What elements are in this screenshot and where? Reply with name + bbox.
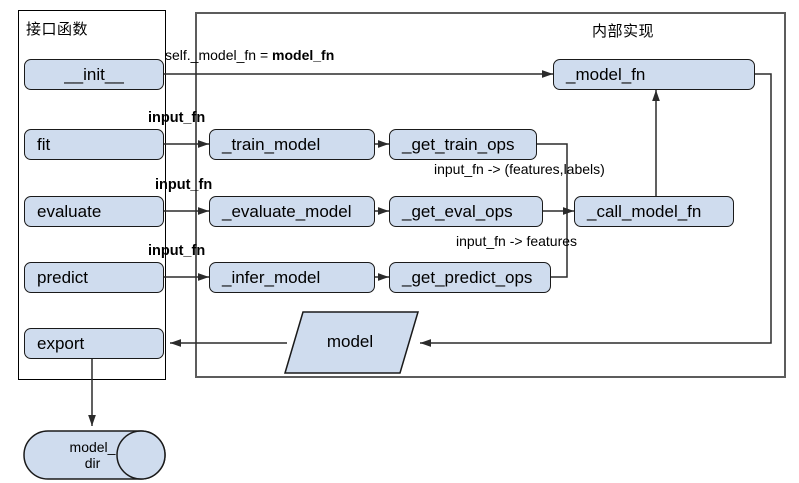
node-init[interactable]: __init__ — [24, 59, 164, 90]
node-evaluate[interactable]: evaluate — [24, 196, 164, 227]
shape-model-dir-cylinder — [23, 430, 166, 480]
edge-label-predict-ops-note: input_fn -> features — [456, 233, 578, 249]
edge-label-input-fn-fit: input_fn — [148, 110, 206, 126]
edge-label-init-assignment-prefix: self._model_fn = — [165, 47, 273, 63]
node-get-train-ops[interactable]: _get_train_ops — [389, 129, 537, 160]
shape-model-parallelogram — [283, 311, 420, 374]
panel-internal-implementation — [195, 12, 786, 378]
node-evaluate-model[interactable]: _evaluate_model — [209, 196, 375, 227]
edge-label-input-fn-evaluate: input_fn — [155, 177, 213, 193]
node-get-eval-ops[interactable]: _get_eval_ops — [389, 196, 543, 227]
node-infer-model[interactable]: _infer_model — [209, 262, 375, 293]
node-train-model[interactable]: _train_model — [209, 129, 375, 160]
panel-internal-title: 内部实现 — [592, 23, 655, 40]
node-model-fn[interactable]: _model_fn — [553, 59, 755, 90]
panel-interface-title: 接口函数 — [26, 21, 89, 38]
edge-get-train-ops-to-bus — [537, 143, 568, 211]
edge-label-input-fn-predict: input_fn — [148, 243, 206, 259]
node-get-predict-ops[interactable]: _get_predict_ops — [389, 262, 551, 293]
edge-label-init-assignment-emphasis: model_fn — [272, 47, 335, 63]
edge-label-init-assignment: self._model_fn = model_fn — [165, 47, 334, 63]
edge-get-predict-ops-to-bus — [551, 211, 568, 278]
node-predict[interactable]: predict — [24, 262, 164, 293]
edge-model-fn-to-model — [420, 73, 772, 347]
node-call-model-fn[interactable]: _call_model_fn — [574, 196, 734, 227]
node-export[interactable]: export — [24, 328, 164, 359]
node-fit[interactable]: fit — [24, 129, 164, 160]
edge-label-train-ops-note: input_fn -> (features,labels) — [434, 161, 605, 177]
